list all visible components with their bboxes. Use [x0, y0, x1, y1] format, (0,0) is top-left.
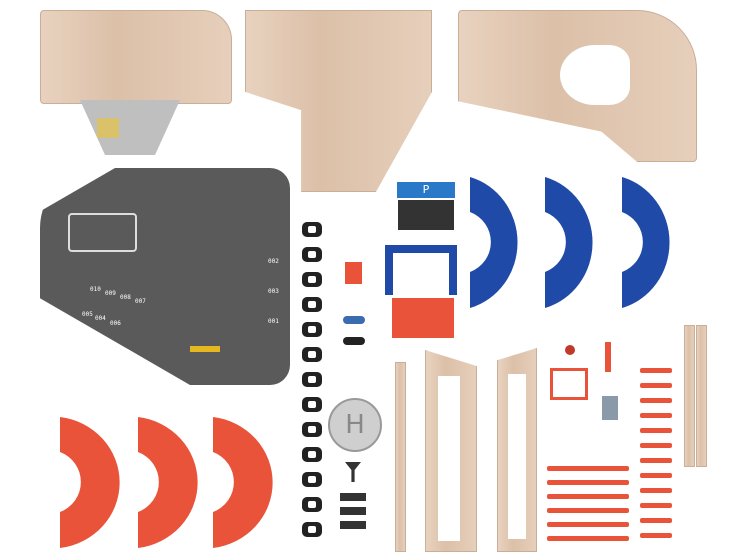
crank [565, 345, 575, 355]
yellow-stripe [190, 346, 220, 352]
wood-pole [696, 325, 707, 467]
board-cutout [560, 45, 630, 105]
wood-ladder-2 [497, 348, 537, 552]
spot-label: 005 [82, 311, 93, 318]
blue-ramp [622, 177, 670, 308]
wood-pole [395, 362, 406, 552]
spot-label: 006 [110, 320, 121, 327]
parking-sign: P [397, 182, 455, 198]
toy-car-blue [343, 316, 365, 324]
stand [345, 462, 361, 482]
spot-label: 003 [268, 288, 279, 295]
spot-label: 007 [135, 298, 146, 305]
wood-ladder-1 [425, 350, 477, 552]
yellow-lift-plate [80, 100, 180, 155]
wood-pole [684, 325, 695, 467]
spot-label: 009 [105, 290, 116, 297]
blue-ramps [470, 177, 670, 308]
gate [398, 200, 454, 230]
building-pad [68, 213, 137, 252]
spot-label: 001 [268, 318, 279, 325]
red-ramp [138, 417, 198, 548]
elevator [550, 368, 588, 400]
helipad-letter: H [345, 410, 365, 440]
red-ramp [60, 417, 120, 548]
yellow-marker [97, 118, 119, 138]
grey-parking-board: 010 009 008 007 005 004 006 002 003 001 [40, 168, 290, 385]
spot-label: 002 [268, 258, 279, 265]
wood-board-2 [245, 10, 432, 192]
wood-board-1 [40, 10, 232, 104]
blue-ramp [545, 177, 593, 308]
red-block [345, 262, 362, 284]
red-panel [392, 298, 454, 338]
clips [340, 493, 366, 533]
helipad: H [328, 398, 382, 452]
vending-machine [602, 396, 618, 420]
spot-label: 010 [90, 286, 101, 293]
toy-car-black [343, 337, 365, 345]
red-ramp [213, 417, 273, 548]
spot-label: 008 [120, 294, 131, 301]
blue-arch [385, 245, 457, 295]
blue-ramp [470, 177, 518, 308]
red-lever [605, 342, 611, 372]
sign-letter: P [422, 183, 430, 196]
spot-label: 004 [95, 315, 106, 322]
red-ramps [60, 417, 273, 548]
